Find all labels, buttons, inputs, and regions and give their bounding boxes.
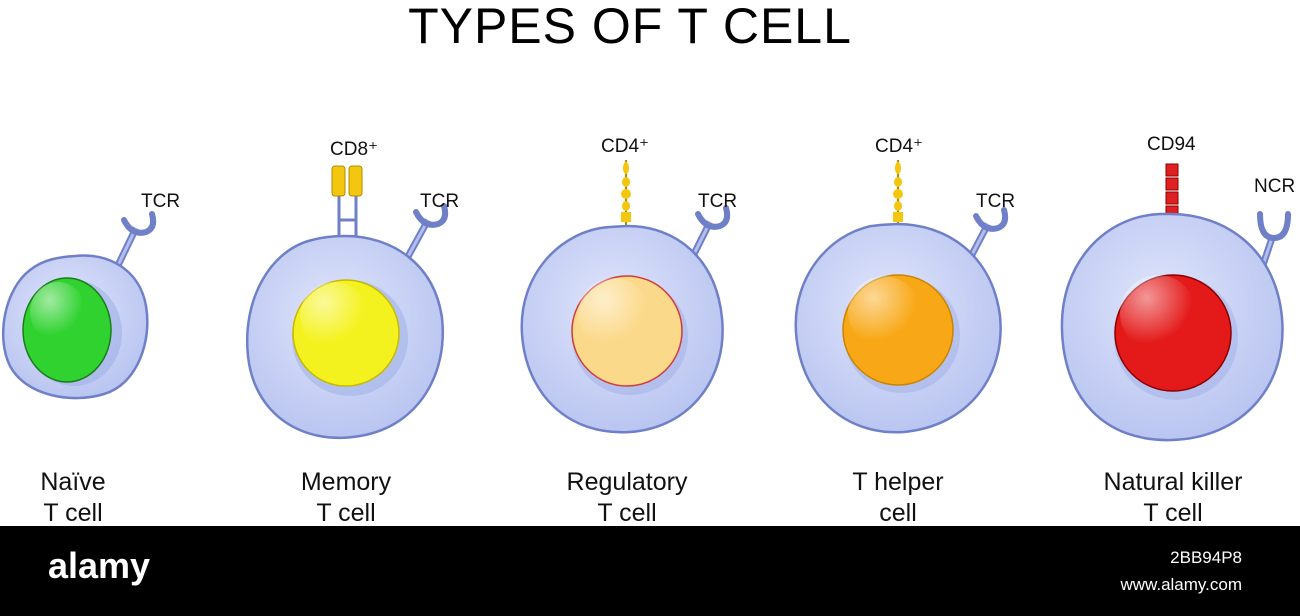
cell-label-memory: Memory T cell — [226, 467, 466, 529]
marker-label-cd4: CD4⁺ — [601, 136, 649, 157]
watermark-image-id: 2BB94P8 — [1170, 548, 1242, 567]
label-line-1: Memory — [300, 468, 392, 496]
ncr-receptor — [1257, 211, 1291, 270]
cd4-marker — [893, 160, 903, 228]
marker-label-cd8: CD8⁺ — [330, 139, 378, 160]
cell-label-regulatory: Regulatory T cell — [507, 467, 747, 529]
marker-label-tcr: TCR — [976, 191, 1015, 212]
cell-label-naive: Naïve T cell — [0, 467, 193, 529]
t-cell-diagram: TCR CD8⁺ TCR — [2, 134, 1295, 442]
marker-label-cd94: CD94 — [1147, 134, 1196, 155]
natural-killer-t-cell: CD94 NCR — [1060, 134, 1295, 442]
watermark-logo: alamy — [48, 545, 151, 586]
diagram-title: TYPES OF T CELL — [408, 0, 852, 54]
watermark-url: www.alamy.com — [1120, 575, 1242, 594]
label-line-2: T cell — [43, 499, 103, 527]
marker-label-tcr: TCR — [141, 191, 180, 212]
label-line-1: Naïve — [40, 468, 106, 496]
regulatory-t-cell: CD4⁺ TCR — [520, 136, 737, 434]
label-line-2: cell — [879, 499, 917, 527]
marker-label-tcr: TCR — [420, 191, 459, 212]
label-line-1: Regulatory — [566, 468, 688, 496]
label-line-2: T cell — [316, 499, 376, 527]
label-line-2: T cell — [597, 499, 657, 527]
t-helper-cell: CD4⁺ TCR — [794, 136, 1015, 434]
watermark-bar — [0, 526, 1300, 616]
marker-label-tcr: TCR — [698, 191, 737, 212]
cd94-marker — [1165, 163, 1179, 215]
cell-label-natural-killer: Natural killer T cell — [1053, 467, 1293, 529]
cd8-marker — [331, 165, 363, 240]
naive-t-cell: TCR — [2, 191, 180, 400]
cd4-marker — [621, 160, 631, 228]
label-line-2: T cell — [1143, 499, 1203, 527]
marker-label-ncr: NCR — [1254, 176, 1295, 197]
label-line-1: Natural killer — [1103, 468, 1243, 496]
memory-t-cell: CD8⁺ TCR — [245, 139, 459, 440]
label-line-1: T helper — [852, 468, 944, 496]
marker-label-cd4: CD4⁺ — [875, 136, 923, 157]
tcr-receptor — [401, 203, 449, 264]
cell-label-t-helper: T helper cell — [778, 467, 1018, 529]
